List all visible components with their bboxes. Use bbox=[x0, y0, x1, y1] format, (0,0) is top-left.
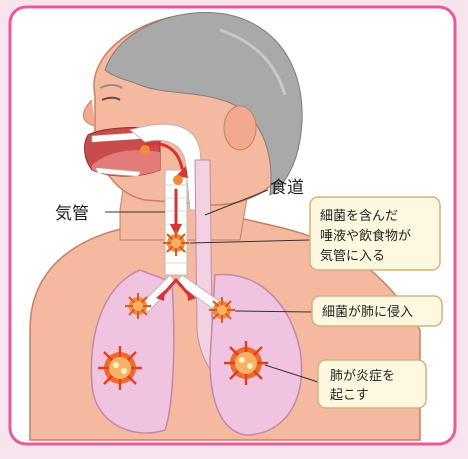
callout-aspiration-line2: 唾液や飲食物が bbox=[320, 228, 411, 244]
inflammation-icon bbox=[224, 341, 268, 385]
callout-aspiration-line3: 気管に入る bbox=[320, 248, 385, 264]
bacteria-icon bbox=[173, 175, 183, 185]
bacteria-icon bbox=[140, 145, 150, 155]
label-trachea: 気管 bbox=[55, 204, 89, 224]
label-esophagus: 食道 bbox=[270, 178, 304, 198]
callout-pneumonia-line1: 肺が炎症を bbox=[330, 369, 395, 384]
inflammation-icon bbox=[98, 346, 142, 390]
callout-pneumonia-line2: 起こす bbox=[330, 388, 369, 403]
callout-aspiration-line1: 細菌を含んだ bbox=[320, 208, 398, 224]
ear bbox=[224, 106, 256, 150]
callout-invade-text: 細菌が肺に侵入 bbox=[322, 304, 413, 320]
